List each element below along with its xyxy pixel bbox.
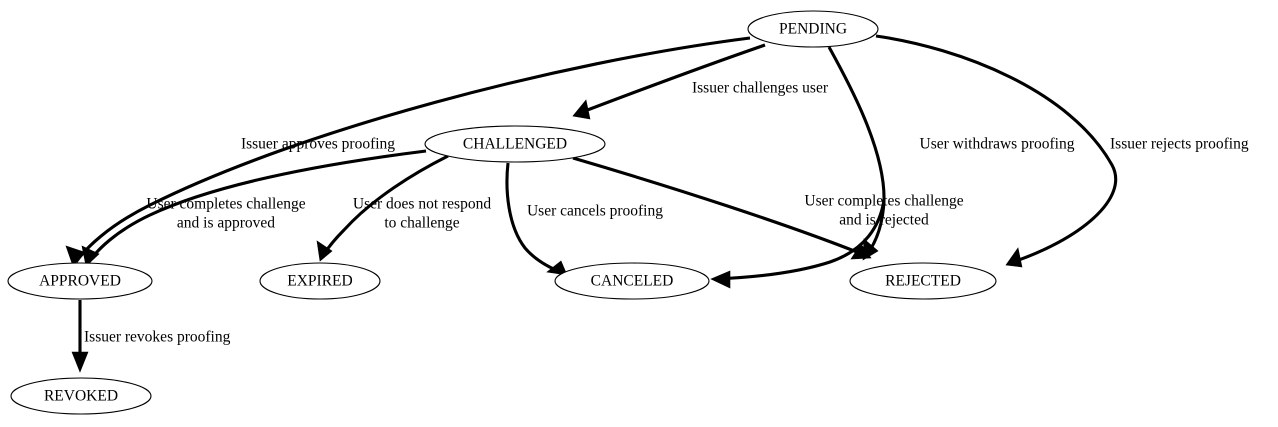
edge-pending-approved-path bbox=[74, 36, 751, 263]
edge-pending-rejected-withdraws-label: User withdraws proofing bbox=[920, 136, 1075, 153]
edge-challenged-canceled-arrowhead bbox=[546, 260, 568, 276]
edge-challenged-expired-label-line1: User does not respond bbox=[353, 196, 491, 213]
edge-pending-canceled-arrowhead bbox=[710, 270, 731, 289]
node-revoked-shape bbox=[10, 377, 152, 415]
node-expired-label: EXPIRED bbox=[287, 273, 352, 290]
edge-pending-rejected-rejects[interactable]: Issuer rejects proofing bbox=[875, 34, 1249, 268]
edge-pending-approved-arrowhead bbox=[65, 245, 85, 267]
edge-challenged-approved[interactable]: User completes challenge and is approved bbox=[81, 149, 427, 267]
edge-pending-rejected-rejects-label: Issuer rejects proofing bbox=[1110, 136, 1249, 153]
edge-pending-rejected-withdraws-path bbox=[827, 46, 886, 257]
edge-challenged-expired-label-line2: to challenge bbox=[384, 215, 459, 232]
node-expired[interactable]: EXPIRED bbox=[259, 262, 381, 300]
node-canceled-shape bbox=[554, 262, 710, 300]
edge-challenged-rejected-path bbox=[572, 156, 868, 258]
node-canceled[interactable]: CANCELED bbox=[554, 262, 710, 300]
node-expired-shape bbox=[259, 262, 381, 300]
node-rejected-shape bbox=[849, 262, 997, 300]
node-pending-label: PENDING bbox=[779, 21, 847, 38]
edge-approved-revoked-label: Issuer revokes proofing bbox=[84, 329, 231, 346]
edge-pending-canceled[interactable] bbox=[710, 199, 886, 289]
node-challenged-label: CHALLENGED bbox=[463, 136, 567, 153]
node-rejected-label: REJECTED bbox=[885, 273, 961, 290]
edge-pending-rejected-withdraws[interactable]: User withdraws proofing bbox=[827, 46, 1075, 261]
edge-pending-rejected-rejects-arrowhead bbox=[1005, 247, 1023, 268]
node-revoked-label: REVOKED bbox=[44, 388, 118, 405]
edge-approved-revoked-arrowhead bbox=[71, 351, 89, 373]
edge-challenged-approved-label-line1: User completes challenge bbox=[146, 196, 305, 213]
edge-challenged-approved-label-line2: and is approved bbox=[177, 215, 275, 232]
edge-challenged-approved-path bbox=[87, 149, 427, 263]
node-approved-label: APPROVED bbox=[39, 273, 121, 290]
node-approved[interactable]: APPROVED bbox=[7, 262, 153, 300]
edge-pending-approved-label: Issuer approves proofing bbox=[241, 136, 395, 153]
edge-challenged-approved-arrowhead bbox=[81, 245, 100, 267]
edge-pending-approved[interactable]: Issuer approves proofing bbox=[65, 36, 751, 267]
edge-pending-rejected-rejects-path bbox=[875, 34, 1118, 265]
edge-pending-challenged-label: Issuer challenges user bbox=[692, 80, 829, 97]
node-rejected[interactable]: REJECTED bbox=[849, 262, 997, 300]
edge-pending-canceled-path bbox=[714, 199, 886, 281]
node-revoked[interactable]: REVOKED bbox=[10, 377, 152, 415]
node-challenged[interactable]: CHALLENGED bbox=[424, 125, 606, 163]
node-pending-shape bbox=[747, 10, 879, 48]
node-pending[interactable]: PENDING bbox=[747, 10, 879, 48]
node-approved-shape bbox=[7, 262, 153, 300]
edge-challenged-expired-path bbox=[320, 154, 449, 258]
edge-challenged-canceled-path bbox=[505, 162, 564, 275]
edge-pending-challenged[interactable]: Issuer challenges user bbox=[572, 43, 829, 120]
edge-challenged-rejected-arrowhead bbox=[850, 243, 872, 260]
node-challenged-shape bbox=[424, 125, 606, 163]
edge-approved-revoked[interactable]: Issuer revokes proofing bbox=[71, 300, 231, 373]
node-canceled-label: CANCELED bbox=[591, 273, 674, 290]
edge-challenged-canceled-label: User cancels proofing bbox=[527, 203, 663, 220]
edge-challenged-canceled[interactable]: User cancels proofing bbox=[505, 162, 663, 276]
edge-pending-challenged-path bbox=[576, 43, 766, 116]
edge-challenged-rejected-label-line2: and is rejected bbox=[839, 212, 929, 229]
edge-pending-challenged-arrowhead bbox=[572, 99, 591, 120]
edge-challenged-expired-arrowhead bbox=[316, 240, 333, 262]
edge-challenged-expired[interactable]: User does not respond to challenge bbox=[316, 154, 491, 262]
